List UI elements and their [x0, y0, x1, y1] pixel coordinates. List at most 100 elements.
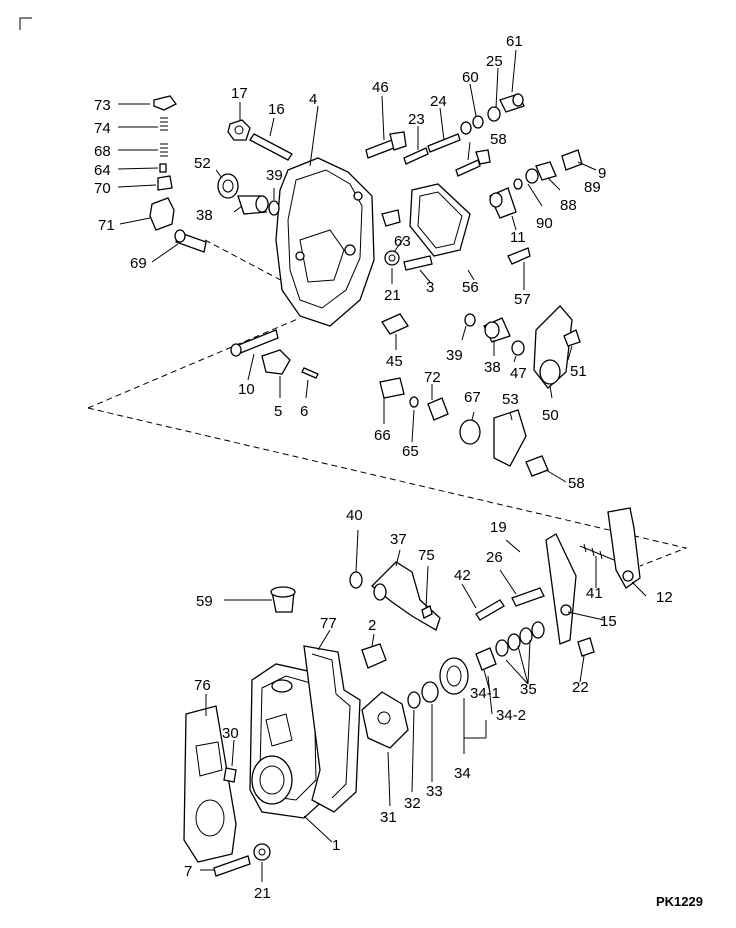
label-19: 19: [490, 519, 507, 536]
part-labels: 73 74 68 64 70 71 69 17 16 4 52 39 38 46…: [94, 33, 703, 909]
spring-42: [475, 599, 505, 621]
bolt-57: [507, 247, 531, 265]
label-50: 50: [542, 407, 559, 424]
label-32: 32: [404, 795, 421, 812]
label-11: 11: [510, 229, 526, 246]
block-71: [149, 197, 175, 231]
label-45: 45: [386, 353, 403, 370]
oring-90: [513, 178, 523, 190]
lever-26: [511, 587, 545, 607]
pin-75: [421, 605, 433, 619]
label-89: 89: [584, 179, 601, 196]
washer-52: [217, 173, 239, 199]
label-35: 35: [520, 681, 537, 698]
lever-12: [607, 507, 641, 589]
label-61: 61: [506, 33, 523, 50]
stud-23: [403, 147, 429, 165]
label-38b: 38: [484, 359, 501, 376]
label-75: 75: [418, 547, 435, 564]
stud-7: [213, 855, 251, 877]
nut-61: [499, 93, 525, 113]
sleeve-72: [427, 397, 449, 421]
label-47: 47: [510, 365, 527, 382]
pin-6: [301, 367, 319, 379]
cap-9: [561, 149, 583, 171]
block-5: [261, 349, 291, 375]
bolt-58b: [525, 455, 549, 477]
bolt-46: [365, 131, 407, 159]
label-7: 7: [184, 863, 192, 880]
label-39b: 39: [446, 347, 463, 364]
label-51: 51: [570, 363, 587, 380]
bolt-63: [381, 209, 401, 227]
label-46: 46: [372, 79, 389, 96]
label-70: 70: [94, 180, 111, 197]
plug-45: [381, 313, 409, 335]
label-24: 24: [430, 93, 447, 110]
spring-41: [579, 543, 615, 561]
label-12: 12: [656, 589, 673, 606]
label-6: 6: [300, 403, 308, 420]
label-41: 41: [586, 585, 603, 602]
washers-60: [460, 115, 484, 135]
label-23: 23: [408, 111, 425, 128]
label-72: 72: [424, 369, 441, 386]
label-77: 77: [320, 615, 337, 632]
label-26: 26: [486, 549, 503, 566]
sleeve-38a: [237, 195, 269, 215]
stud-3: [403, 255, 433, 271]
washer-47: [511, 340, 525, 356]
washer-32: [407, 691, 421, 709]
washer-25: [487, 106, 501, 122]
label-63: 63: [394, 233, 411, 250]
label-67: 67: [464, 389, 481, 406]
label-53: 53: [502, 391, 519, 408]
nut-17: [227, 119, 251, 141]
label-39a: 39: [266, 167, 283, 184]
label-73: 73: [94, 97, 111, 114]
label-68: 68: [94, 143, 111, 160]
assembly-dashed-line-2: [204, 239, 291, 286]
gasket-76: [183, 705, 237, 863]
label-2: 2: [368, 617, 376, 634]
label-71: 71: [98, 217, 115, 234]
weight-31: [361, 691, 409, 749]
plug-59: [270, 586, 296, 613]
label-69: 69: [130, 255, 147, 272]
label-34-2: 34-2: [496, 707, 526, 724]
label-56: 56: [462, 279, 479, 296]
clip-2: [361, 643, 387, 669]
label-59: 59: [196, 593, 213, 610]
corner-mark: [19, 17, 32, 30]
pin-64: [159, 163, 167, 173]
sleeve-34-2: [439, 657, 469, 695]
cover-56: [409, 183, 471, 257]
sleeve-34-1: [475, 647, 497, 671]
label-15: 15: [600, 613, 617, 630]
washer-88: [525, 168, 539, 184]
label-34: 34: [454, 765, 471, 782]
washer-33: [421, 681, 439, 703]
spring-68: [160, 143, 168, 157]
oring-39a: [268, 200, 280, 216]
label-65: 65: [402, 443, 419, 460]
label-34-1: 34-1: [470, 685, 500, 702]
bolt-58a: [455, 149, 491, 177]
label-76: 76: [194, 677, 211, 694]
label-25: 25: [486, 53, 503, 70]
label-22: 22: [572, 679, 589, 696]
pin-30: [223, 767, 237, 783]
shaft-37: [371, 561, 441, 631]
bolt-51: [563, 329, 581, 347]
label-64: 64: [94, 162, 111, 179]
label-57: 57: [514, 291, 531, 308]
label-66: 66: [374, 427, 391, 444]
oring-65: [409, 396, 419, 408]
label-9: 9: [598, 165, 606, 182]
label-21a: 21: [384, 287, 401, 304]
leader-lines: [117, 49, 647, 882]
label-58b: 58: [568, 475, 585, 492]
pin-16: [249, 133, 293, 161]
bush-67: [459, 419, 481, 445]
